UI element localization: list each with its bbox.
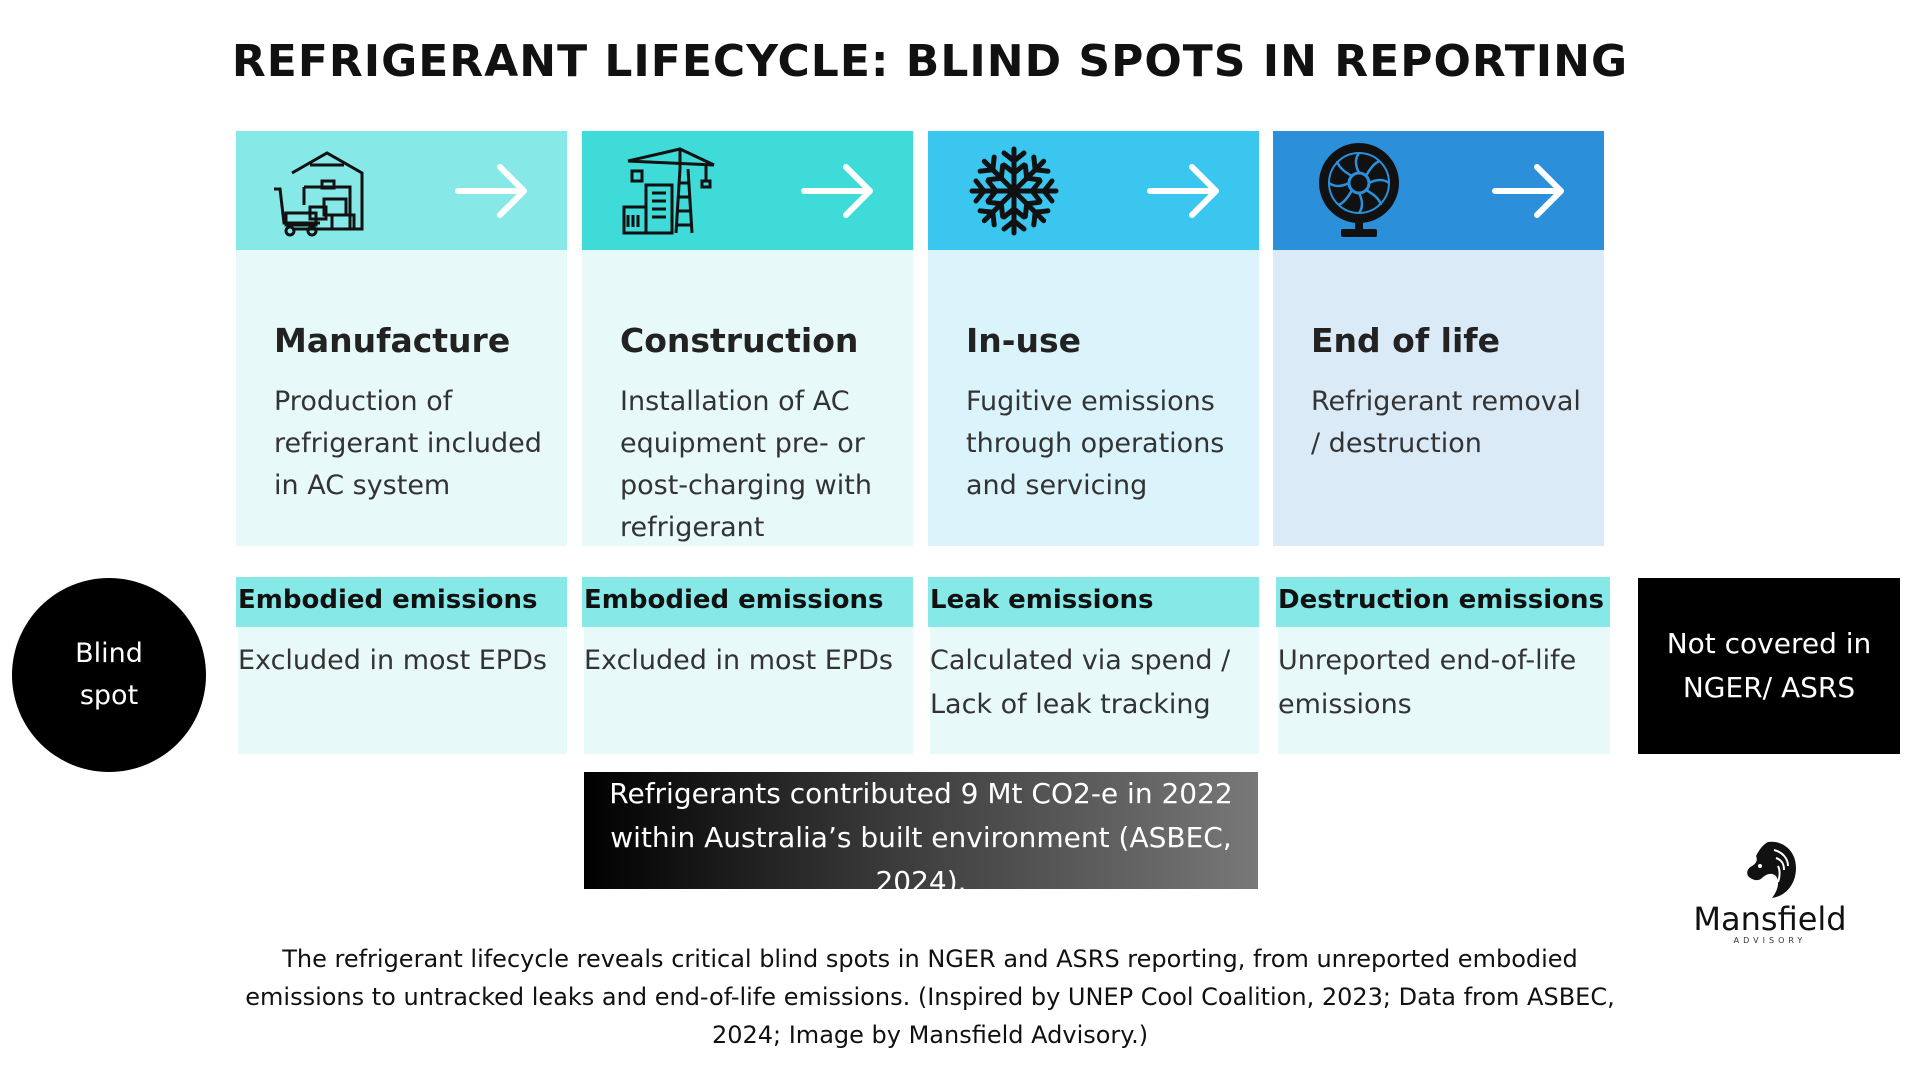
arrow-right-icon — [801, 164, 873, 218]
blind-spot-badge: Blind spot — [12, 578, 206, 772]
emission-label: Embodied emissions — [582, 577, 913, 627]
stage-in-use: In-use Fugitive emissions through operat… — [928, 131, 1259, 546]
emission-note: Excluded in most EPDs — [238, 627, 567, 754]
arrow-right-icon — [455, 164, 527, 218]
stage-manufacture: Manufacture Production of refrigerant in… — [236, 131, 567, 546]
snowflake-icon — [969, 146, 1059, 236]
logo-name: Mansfield — [1693, 900, 1847, 938]
emission-note: Unreported end-of-life emissions — [1278, 627, 1610, 754]
figure-caption: The refrigerant lifecycle reveals critic… — [245, 945, 1615, 1049]
stage-name: End of life — [1311, 321, 1501, 360]
diagram-title: REFRIGERANT LIFECYCLE: BLIND SPOTS IN RE… — [231, 36, 1629, 87]
emission-card: Embodied emissions Excluded in most EPDs — [582, 577, 913, 754]
logo-subtitle: ADVISORY — [1733, 936, 1807, 945]
not-covered-label: Not covered in NGER/ ASRS — [1666, 627, 1872, 704]
stage-end-of-life: End of life Refrigerant removal / destru… — [1273, 131, 1604, 546]
stage-name: Manufacture — [274, 321, 511, 360]
stage-description: Installation of AC equipment pre- or pos… — [620, 386, 872, 543]
emission-note: Calculated via spend / Lack of leak trac… — [930, 627, 1259, 754]
stage-description: Fugitive emissions through operations an… — [966, 386, 1225, 501]
emission-label: Embodied emissions — [236, 577, 567, 627]
mansfield-logo: Mansfield ADVISORY — [1690, 838, 1850, 948]
stage-body — [1273, 250, 1604, 546]
lion-head-icon — [1747, 841, 1796, 898]
statistic-box: Refrigerants contributed 9 Mt CO2-e in 2… — [584, 772, 1258, 889]
stage-header — [236, 131, 567, 250]
arrow-right-icon — [1492, 164, 1564, 218]
emission-note: Excluded in most EPDs — [584, 627, 913, 754]
stage-description: Refrigerant removal / destruction — [1311, 386, 1581, 459]
not-covered-box: Not covered in NGER/ ASRS — [1638, 578, 1900, 754]
stage-header — [928, 131, 1259, 250]
statistic-text: Refrigerants contributed 9 Mt CO2-e in 2… — [609, 777, 1233, 889]
stage-header — [1273, 131, 1604, 250]
crane-building-icon — [622, 147, 715, 235]
warehouse-icon — [274, 151, 364, 237]
emission-card: Leak emissions Calculated via spend / La… — [928, 577, 1259, 754]
emission-label: Destruction emissions — [1276, 577, 1610, 627]
emission-card: Embodied emissions Excluded in most EPDs — [236, 577, 567, 754]
emission-label: Leak emissions — [928, 577, 1259, 627]
stage-header — [582, 131, 913, 250]
stage-body — [582, 250, 913, 546]
stage-body — [928, 250, 1259, 546]
blind-spot-label: Blind spot — [75, 638, 143, 711]
stage-description: Production of refrigerant included in AC… — [274, 386, 542, 501]
fan-icon — [1319, 143, 1399, 237]
stage-construction: Construction Installation of AC equipmen… — [582, 131, 913, 546]
stage-body — [236, 250, 567, 546]
stage-name: Construction — [620, 321, 859, 360]
stage-name: In-use — [966, 321, 1081, 360]
arrow-right-icon — [1147, 164, 1219, 218]
emission-card: Destruction emissions Unreported end-of-… — [1276, 577, 1610, 754]
